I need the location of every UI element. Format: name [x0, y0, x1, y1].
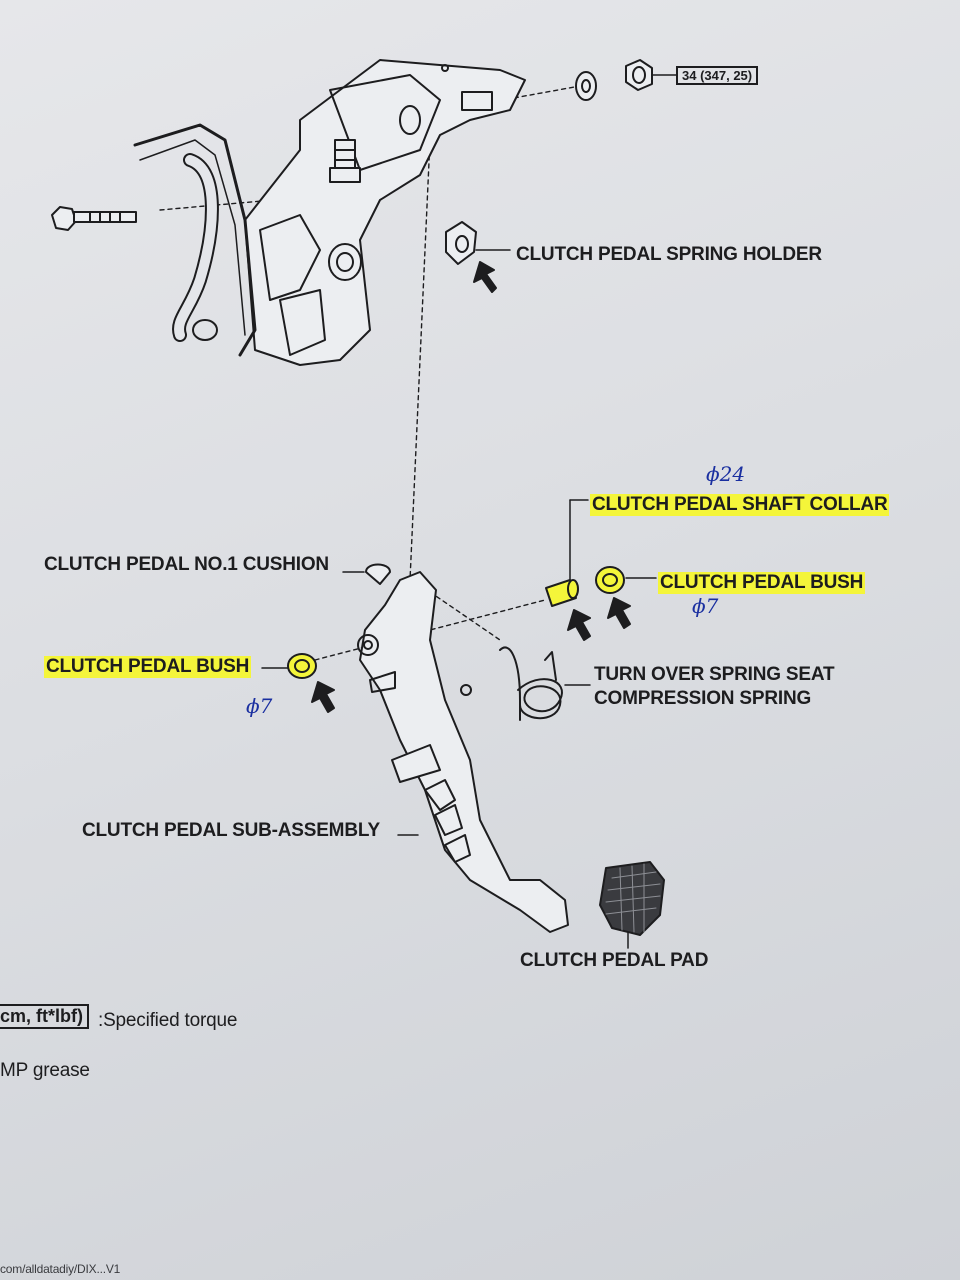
label-spring-seat-line2: COMPRESSION SPRING: [594, 688, 812, 709]
legend-torque-text: :Specified torque: [98, 1010, 238, 1031]
handwritten-collar-size: ϕ24: [706, 462, 746, 486]
compression-spring: [499, 646, 591, 721]
label-sub-assembly: CLUTCH PEDAL SUB-ASSEMBLY: [82, 820, 380, 841]
footer-url: com/alldatadiy/DIX...V1: [0, 1262, 121, 1276]
torque-spec-box: 34 (347, 25): [676, 66, 759, 85]
pivot-bolt: [51, 206, 137, 231]
label-spring-holder: CLUTCH PEDAL SPRING HOLDER: [516, 244, 822, 265]
legend-torque-unit: cm, ft*lbf): [0, 1004, 89, 1029]
bush-right-part: [595, 566, 657, 629]
label-shaft-collar: CLUTCH PEDAL SHAFT COLLAR: [590, 494, 890, 516]
handwritten-bush-left-size: ϕ7: [246, 694, 273, 718]
nut: [625, 59, 677, 91]
spring-holder-part: [445, 221, 511, 293]
label-spring-seat-line1: TURN OVER SPRING SEAT: [594, 664, 835, 685]
label-pedal-pad: CLUTCH PEDAL PAD: [520, 950, 709, 971]
pedal-arm: [357, 571, 569, 933]
bush-left-part: [261, 653, 335, 713]
label-cushion: CLUTCH PEDAL NO.1 CUSHION: [44, 554, 329, 575]
legend-grease-text: MP grease: [0, 1060, 90, 1081]
label-bush-right: CLUTCH PEDAL BUSH: [658, 572, 866, 594]
cushion-part: [342, 563, 391, 585]
pedal-bracket-assembly: [133, 59, 526, 366]
pedal-pad-part: [599, 861, 665, 949]
shaft-collar-part: [545, 499, 591, 641]
label-bush-left: CLUTCH PEDAL BUSH: [44, 656, 252, 678]
handwritten-bush-right-size: ϕ7: [692, 594, 719, 618]
washer: [575, 71, 597, 101]
